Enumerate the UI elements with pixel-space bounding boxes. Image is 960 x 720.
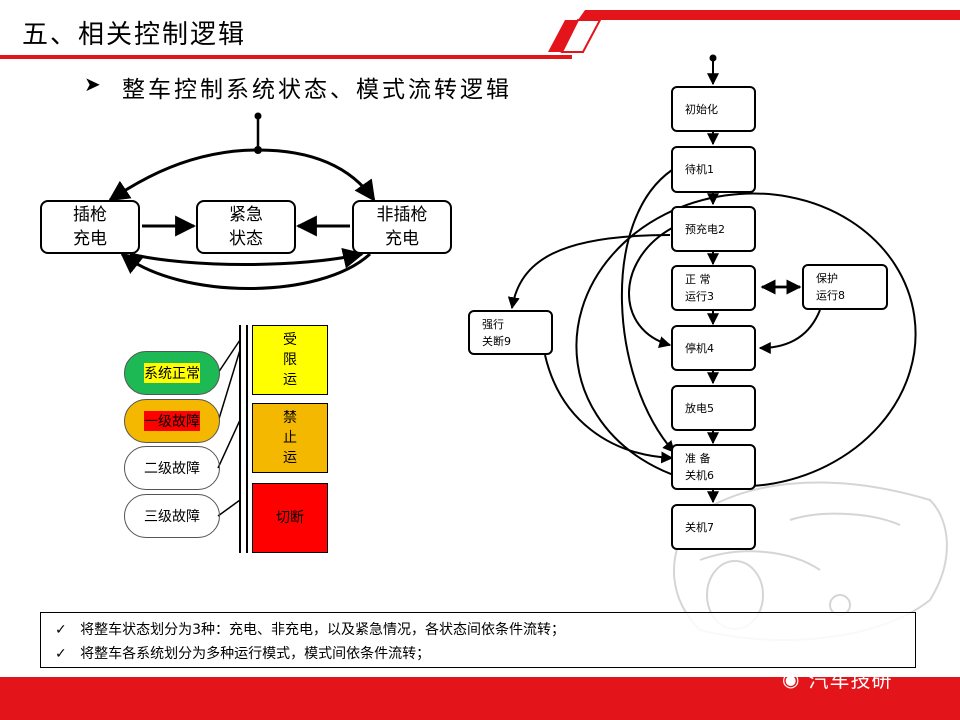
mode-prohibited-run: 禁 止 运 bbox=[252, 403, 328, 473]
fault-level-label: 二级故障 bbox=[144, 461, 200, 477]
state-nonplug-charging: 非插枪 充电 bbox=[352, 200, 452, 254]
flow-node-prepare-shutdown: 准 备 关机6 bbox=[671, 444, 756, 490]
edge-to-plug-charge bbox=[108, 148, 259, 202]
note-item: ✓ 将整车状态划分为3种：充电、非充电，以及紧急情况，各状态间依条件流转； bbox=[55, 619, 565, 639]
fault-level-label: 一级故障 bbox=[144, 411, 200, 431]
note-text: 将整车状态划分为3种：充电、非充电，以及紧急情况，各状态间依条件流转； bbox=[80, 622, 565, 638]
flow-node-shutdown: 关机7 bbox=[671, 504, 756, 550]
page-subtitle: 整车控制系统状态、模式流转逻辑 bbox=[122, 77, 512, 103]
flow-node-normal-run: 正 常 运行3 bbox=[671, 265, 756, 311]
page-title: 五、相关控制逻辑 bbox=[22, 20, 247, 50]
header-decoration bbox=[0, 10, 960, 59]
watermark-text: 汽车技研 bbox=[808, 668, 893, 692]
notes-box: ✓ 将整车状态划分为3种：充电、非充电，以及紧急情况，各状态间依条件流转； ✓ … bbox=[40, 612, 916, 668]
flow-node-standby: 待机1 bbox=[671, 146, 756, 193]
edge-to-nonplug-charge bbox=[257, 148, 376, 202]
flow-node-init: 初始化 bbox=[671, 86, 756, 132]
header-slash-2 bbox=[560, 19, 602, 53]
note-text: 将整车各系统划分为多种运行模式，模式间依条件流转； bbox=[80, 646, 431, 662]
flow-node-precharge: 预充电2 bbox=[671, 206, 756, 252]
state-emergency: 紧急 状态 bbox=[196, 200, 296, 254]
loop-ellipse bbox=[575, 192, 917, 488]
state-plug-charging: 插枪 充电 bbox=[40, 200, 140, 254]
header-top-red-bar bbox=[578, 10, 960, 20]
flow-node-stop: 停机4 bbox=[671, 325, 756, 371]
fault-level-2: 二级故障 bbox=[124, 446, 220, 490]
flow-node-force-off: 强行 关断9 bbox=[468, 310, 553, 355]
fault-mode-lines bbox=[217, 325, 248, 553]
edge-nonplug-to-plug bbox=[120, 252, 372, 290]
check-icon: ✓ bbox=[55, 622, 67, 638]
check-icon: ✓ bbox=[55, 646, 67, 662]
entry-dot bbox=[254, 112, 262, 120]
mode-cutoff: 切断 bbox=[252, 483, 328, 553]
fault-level-label: 系统正常 bbox=[144, 363, 200, 383]
arrow-bullet-icon: ➤ bbox=[84, 72, 101, 96]
fault-level-3: 三级故障 bbox=[124, 494, 220, 538]
fault-level-normal: 系统正常 bbox=[124, 351, 220, 395]
note-item: ✓ 将整车各系统划分为多种运行模式，模式间依条件流转； bbox=[55, 643, 430, 663]
fault-level-label: 三级故障 bbox=[144, 509, 200, 525]
flow-node-protect-run: 保护 运行8 bbox=[802, 264, 888, 310]
edge-plug-to-nonplug bbox=[129, 247, 365, 269]
footer-band bbox=[0, 677, 960, 720]
footer-watermark: ◉ 汽车技研 bbox=[782, 664, 892, 693]
fault-level-1: 一级故障 bbox=[124, 399, 220, 443]
wechat-icon: ◉ bbox=[782, 666, 801, 691]
state-diagram-edges bbox=[108, 112, 376, 290]
flow-node-discharge: 放电5 bbox=[671, 385, 756, 431]
mode-limited-run: 受 限 运 bbox=[252, 325, 328, 395]
